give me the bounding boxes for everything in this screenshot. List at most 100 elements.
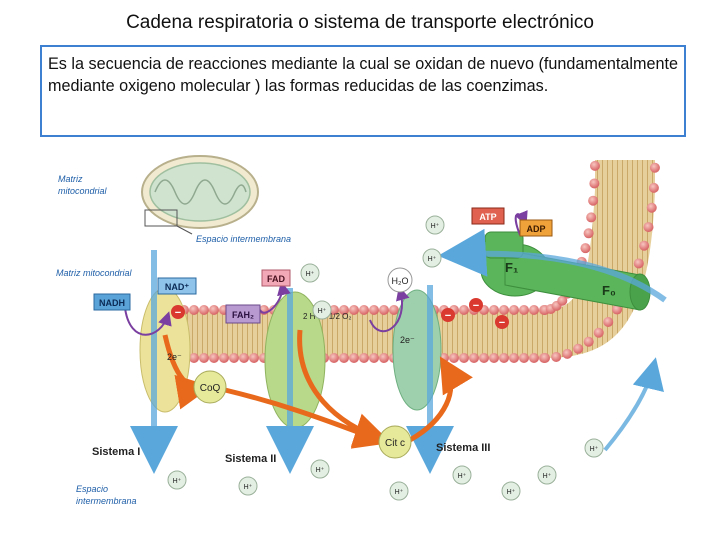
hplus-bubble bbox=[501, 481, 521, 501]
arrow-orange-complex2 bbox=[297, 329, 390, 447]
label-espacio-bottom-1: Espacio bbox=[76, 484, 108, 494]
hplus-bubble bbox=[167, 470, 187, 490]
phospholipid-head bbox=[580, 243, 591, 254]
label-citc: Cit c bbox=[385, 438, 405, 449]
phospholipid-head bbox=[349, 353, 359, 363]
hplus-bubble bbox=[584, 438, 604, 458]
arrow-purple-atp bbox=[514, 210, 528, 236]
phospholipid-head bbox=[199, 305, 209, 315]
label-coq: CoQ bbox=[200, 383, 221, 394]
hplus-bubble bbox=[238, 476, 258, 496]
hplus-label: H⁺ bbox=[316, 467, 325, 474]
phospholipid-head bbox=[219, 353, 229, 363]
arrow-orange-complex3 bbox=[408, 356, 473, 443]
hplus-bubble bbox=[425, 215, 445, 235]
phospholipid-head bbox=[589, 178, 600, 189]
label-fadh: FAH₂ bbox=[232, 310, 254, 320]
phospholipid-head bbox=[562, 348, 573, 359]
atp-box bbox=[471, 207, 505, 225]
arrow-blue-synthase bbox=[438, 228, 667, 303]
phospholipid-head bbox=[189, 305, 199, 315]
phospholipid-head bbox=[586, 212, 597, 223]
proton-bubbles: H⁺H⁺H⁺H⁺H⁺H⁺H⁺H⁺H⁺H⁺H⁺H⁺ bbox=[167, 215, 604, 501]
label-nadh: NADH bbox=[99, 298, 125, 308]
hplus-label: H⁺ bbox=[543, 473, 552, 480]
phospholipid-head bbox=[209, 353, 219, 363]
phospholipid-head bbox=[379, 353, 389, 363]
arrow-blue-bottom bbox=[603, 357, 664, 452]
hplus-bubble bbox=[452, 465, 472, 485]
electron-transport-diagram: Matriz mitocondrial Espacio intermembran… bbox=[56, 155, 667, 506]
hplus-label: H⁺ bbox=[395, 489, 404, 496]
label-sistema-3: Sistema III bbox=[436, 442, 490, 454]
phospholipid-head bbox=[469, 353, 479, 363]
label-espacio-bottom-2: intermembrana bbox=[76, 496, 137, 506]
minus-circle-2 bbox=[441, 308, 455, 322]
label-nad: NAD⁺ bbox=[165, 282, 189, 292]
hplus-bubble bbox=[389, 481, 409, 501]
phospholipid-head bbox=[449, 353, 459, 363]
fad-box bbox=[261, 269, 291, 287]
phospholipid-head bbox=[329, 353, 339, 363]
phospholipid-head bbox=[499, 353, 509, 363]
phospholipid-head bbox=[339, 353, 349, 363]
complex-iii bbox=[392, 289, 442, 411]
minus-sign-1: − bbox=[175, 307, 181, 319]
phospholipid-head bbox=[199, 353, 209, 363]
nadh-box bbox=[93, 293, 131, 311]
hplus-bubble bbox=[310, 459, 330, 479]
hplus-label: H⁺ bbox=[507, 489, 516, 496]
phospholipid-head bbox=[648, 182, 659, 193]
page-title: Cadena respiratoria o sistema de transpo… bbox=[126, 12, 594, 33]
phospholipid-head bbox=[529, 305, 539, 315]
phospholipid-head bbox=[349, 305, 359, 315]
minus-sign-2: − bbox=[445, 310, 451, 322]
phospholipid-head bbox=[239, 353, 249, 363]
phospholipid-head bbox=[509, 353, 519, 363]
phospholipid-head bbox=[612, 304, 623, 315]
hplus-bubble bbox=[312, 300, 332, 320]
phospholipid-head bbox=[209, 305, 219, 315]
mitochondrion-inset bbox=[141, 155, 259, 235]
phospholipid-head bbox=[529, 353, 539, 363]
phospholipid-head bbox=[643, 222, 654, 233]
phospholipid-head bbox=[379, 305, 389, 315]
phospholipid-head bbox=[489, 353, 499, 363]
coq-circle bbox=[193, 370, 227, 404]
phospholipid-head bbox=[249, 353, 259, 363]
citc-circle bbox=[378, 425, 412, 459]
hplus-label: H⁺ bbox=[590, 446, 599, 453]
phospholipid-head bbox=[603, 316, 614, 327]
phospholipid-head bbox=[489, 305, 499, 315]
phospholipid-head bbox=[583, 228, 594, 239]
phospholipid-head bbox=[519, 353, 529, 363]
label-2e-left: 2e⁻ bbox=[167, 352, 182, 362]
hplus-label: H⁺ bbox=[458, 473, 467, 480]
phospholipid-head bbox=[369, 305, 379, 315]
phospholipid-head bbox=[557, 295, 568, 306]
hplus-bubble bbox=[422, 248, 442, 268]
phospholipid-head bbox=[229, 353, 239, 363]
label-2e-right: 2e⁻ bbox=[400, 335, 415, 345]
label-matriz-top-2: mitocondrial bbox=[58, 186, 108, 196]
minus-sign-4: − bbox=[499, 317, 505, 329]
phospholipid-head bbox=[479, 353, 489, 363]
phospholipid-head bbox=[369, 353, 379, 363]
phospholipid-head bbox=[551, 351, 562, 362]
hplus-label: H⁺ bbox=[318, 308, 327, 315]
phospholipid-head bbox=[389, 305, 399, 315]
nad-box bbox=[157, 277, 197, 295]
phospholipid-head bbox=[646, 202, 657, 213]
phospholipid-head bbox=[459, 305, 469, 315]
phospholipid-head bbox=[499, 305, 509, 315]
h2o-circle bbox=[387, 267, 413, 293]
hplus-label: H⁺ bbox=[306, 271, 315, 278]
phospholipid-head bbox=[509, 305, 519, 315]
label-fad: FAD bbox=[267, 274, 286, 284]
complex-i bbox=[139, 287, 191, 413]
label-atp: ATP bbox=[479, 212, 496, 222]
arrow-purple-fad bbox=[259, 281, 291, 314]
label-espacio-inset: Espacio intermembrana bbox=[196, 234, 291, 244]
phospholipid-head bbox=[583, 336, 594, 347]
phospholipid-head bbox=[459, 353, 469, 363]
